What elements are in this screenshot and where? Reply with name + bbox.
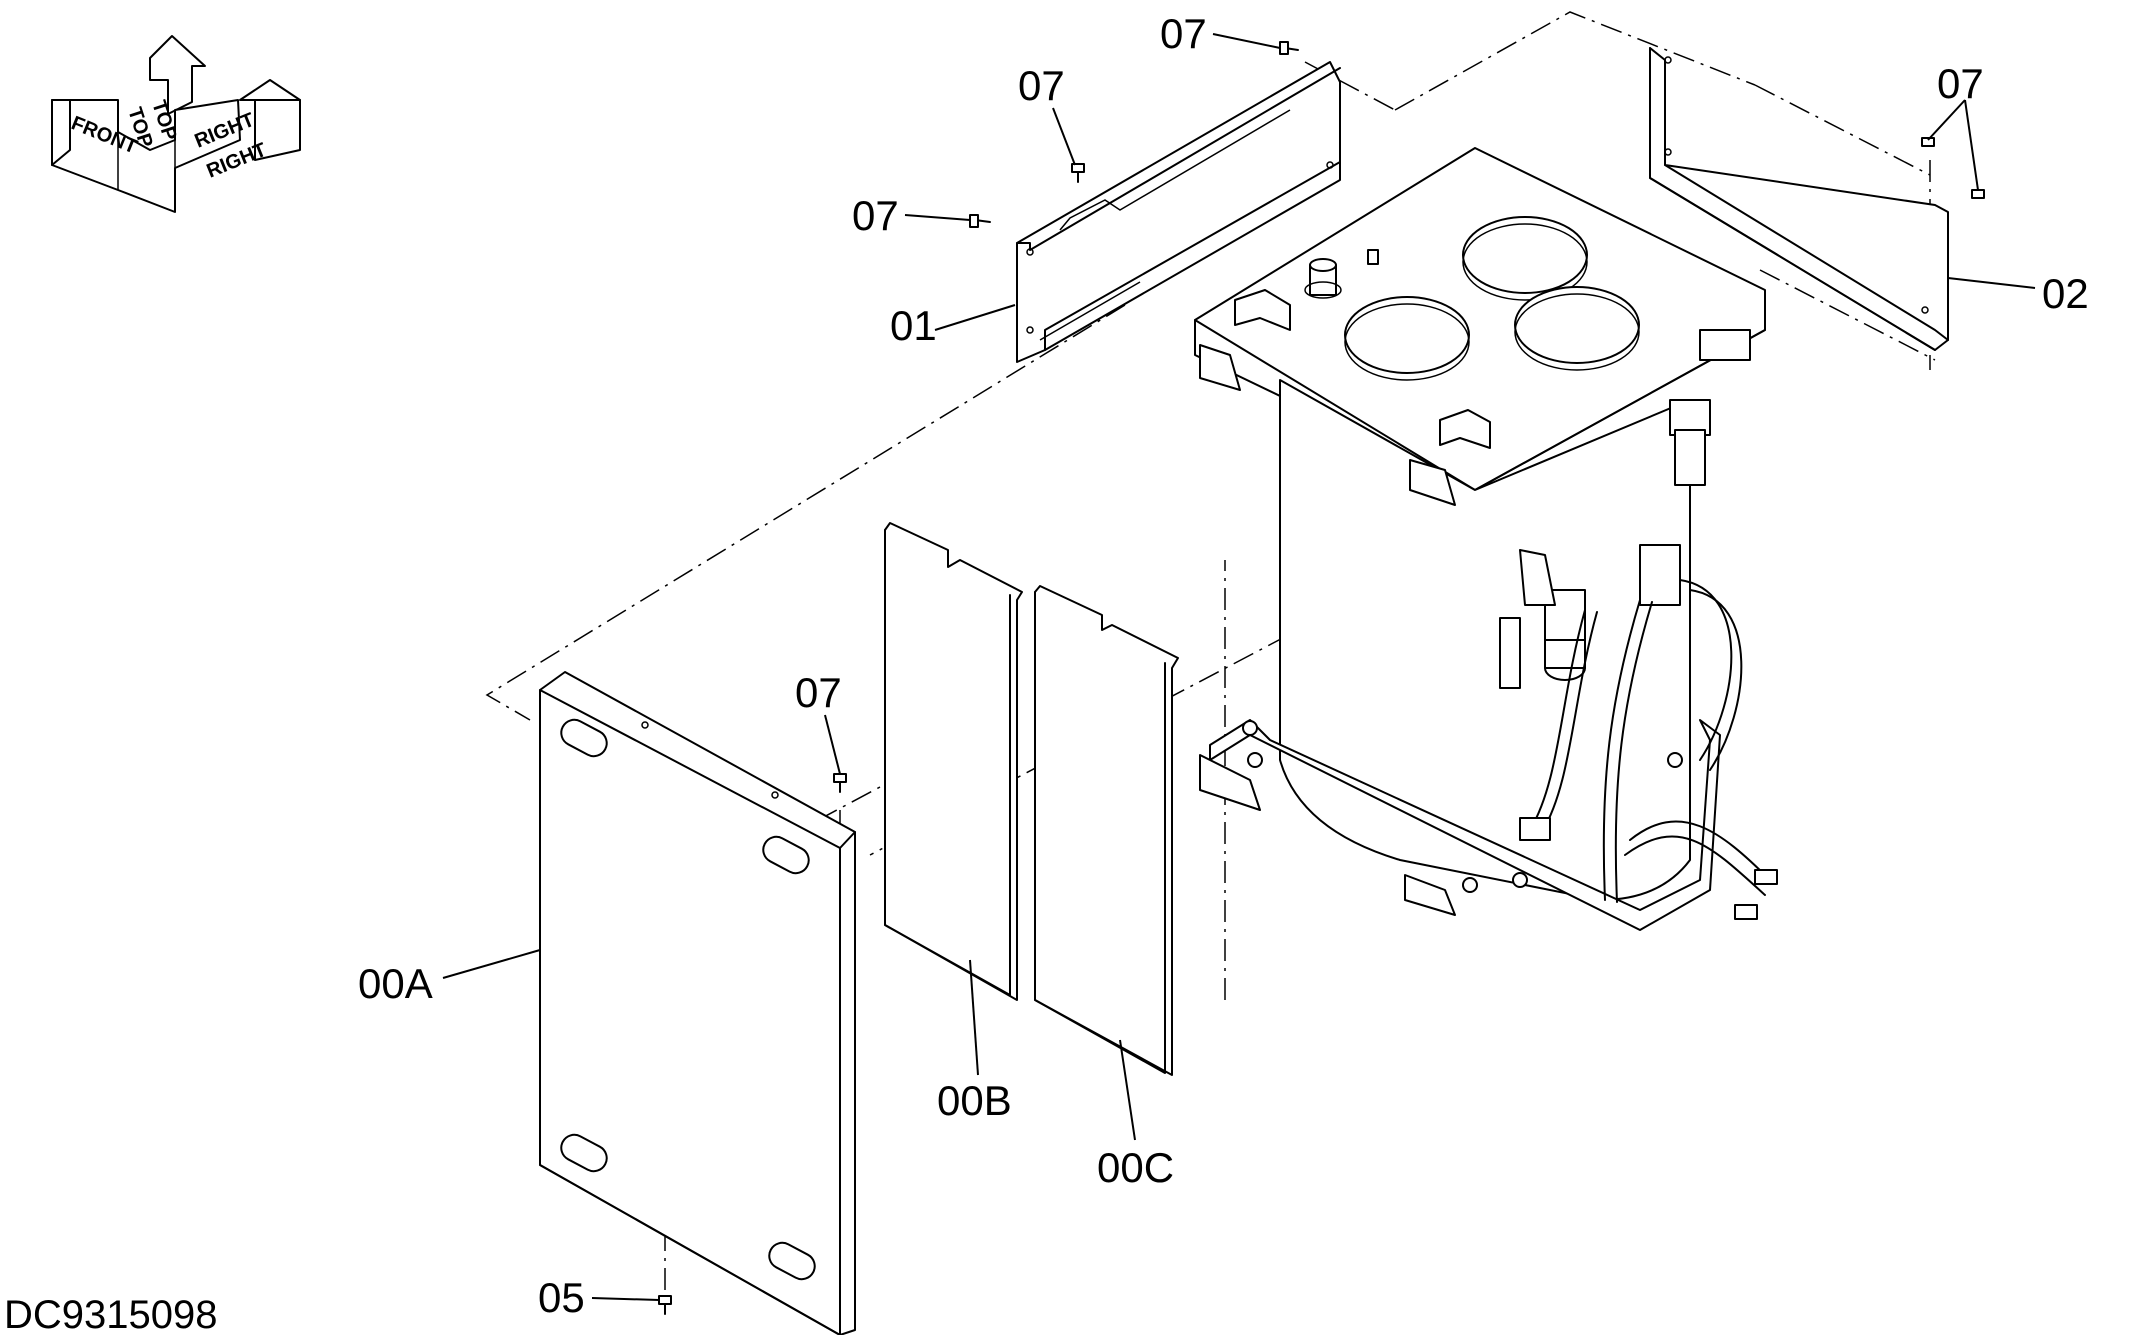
callout-07-right: 07 bbox=[1937, 60, 1984, 107]
callout-02: 02 bbox=[2042, 270, 2089, 317]
bolt-07-mid bbox=[833, 773, 847, 793]
bolt-07-right-a bbox=[1921, 137, 1935, 147]
part-00C-insulation-pad bbox=[1034, 585, 1179, 1076]
bolt-07-right-b bbox=[1971, 189, 1985, 199]
callout-01: 01 bbox=[890, 302, 937, 349]
callout-00B: 00B bbox=[937, 1077, 1012, 1124]
bolt-07-left-a bbox=[1071, 163, 1085, 183]
part-00A-front-panel bbox=[539, 671, 856, 1335]
part-01-top-cover bbox=[1016, 61, 1341, 363]
part-00B-insulation-pad bbox=[884, 522, 1023, 1001]
callout-00C: 00C bbox=[1097, 1144, 1174, 1191]
hydraulic-tank bbox=[1194, 147, 1778, 931]
orientation-indicator: FRONT TOP TOP RIGHT RIGHT bbox=[51, 35, 301, 213]
callout-07-top: 07 bbox=[1160, 10, 1207, 57]
bolt-07-left-b bbox=[969, 214, 991, 228]
callout-05: 05 bbox=[538, 1274, 585, 1321]
drawing-id: DC9315098 bbox=[4, 1293, 218, 1335]
bolt-05 bbox=[658, 1295, 672, 1315]
bolt-07-top bbox=[1279, 41, 1299, 55]
callout-07-left-b: 07 bbox=[852, 192, 899, 239]
callout-07-left-a: 07 bbox=[1018, 62, 1065, 109]
leader-lines bbox=[442, 33, 2036, 1301]
callout-00A: 00A bbox=[358, 960, 433, 1007]
callout-labels: 07 07 07 07 07 01 02 00A 00B 00C 05 bbox=[358, 10, 2089, 1321]
part-02-side-cover bbox=[1649, 47, 1949, 351]
callout-07-mid: 07 bbox=[795, 669, 842, 716]
